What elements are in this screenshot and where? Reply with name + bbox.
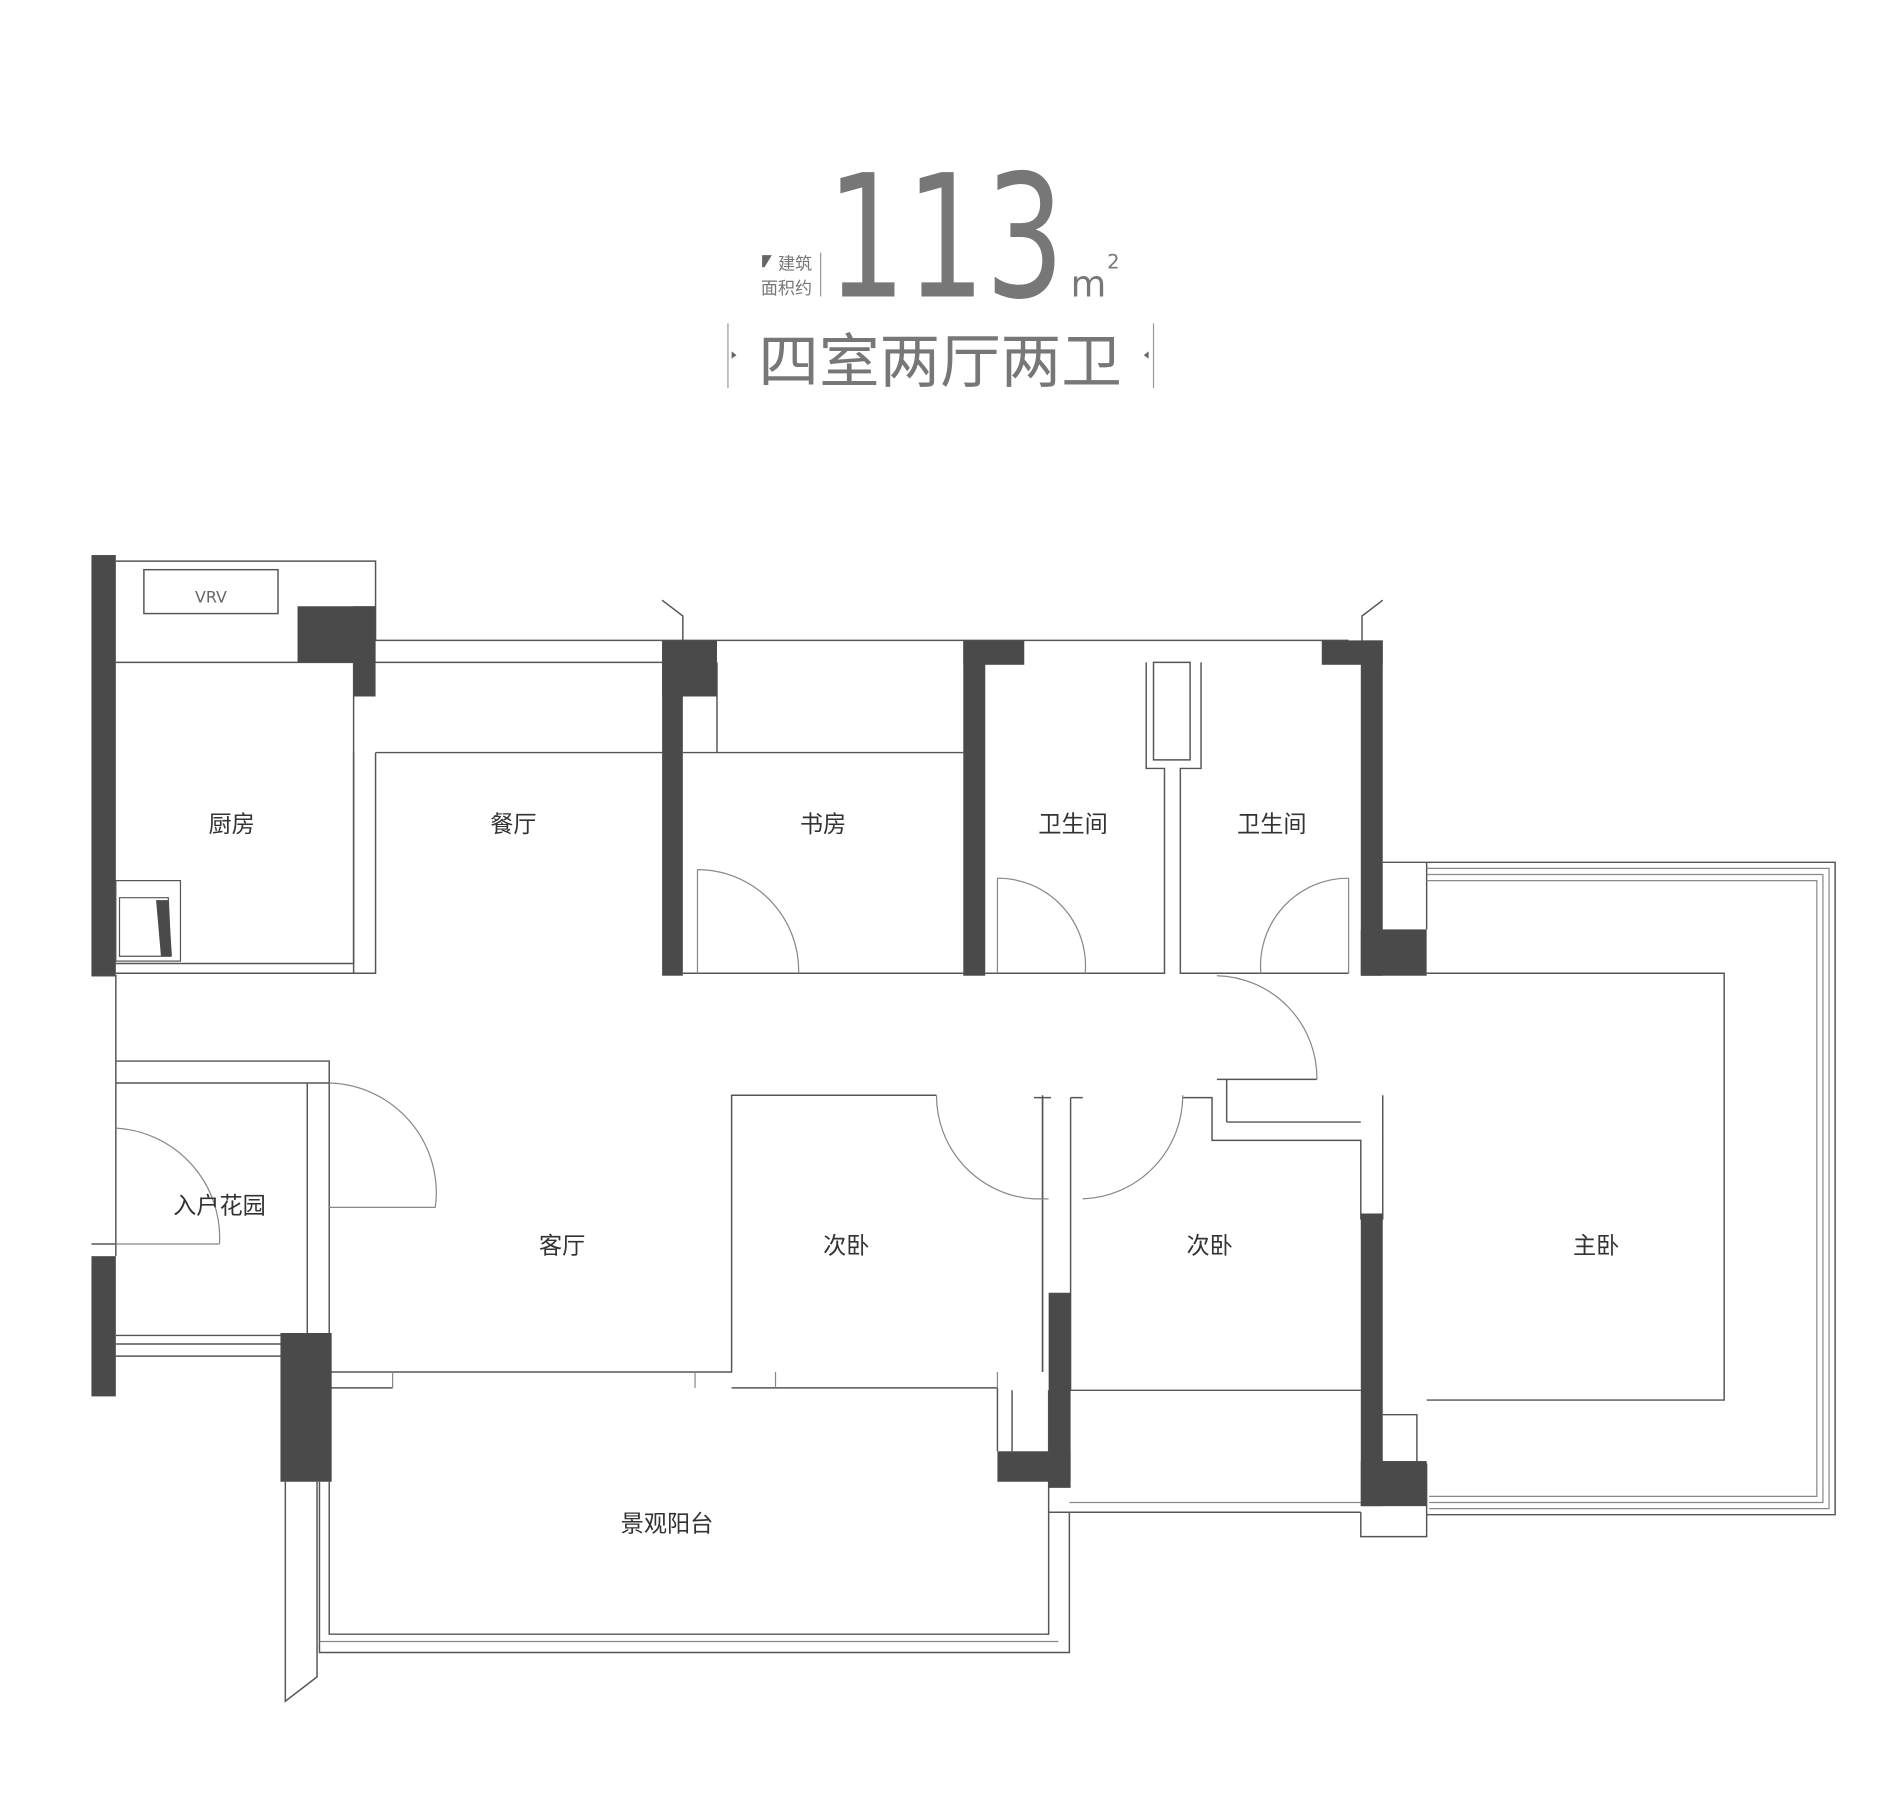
- room-label-master: 主卧: [1573, 1234, 1619, 1260]
- stove-icon: [115, 880, 182, 962]
- area-label-line1: 建筑: [778, 255, 812, 275]
- area-value: 113: [827, 140, 1065, 338]
- header-marker-icon: [762, 255, 772, 268]
- room-label-living: 客厅: [539, 1234, 585, 1260]
- header: 建筑 面积约 113 m 2 四室两厅两卫: [727, 140, 1155, 396]
- room-label-bathroom-2: 卫生间: [1237, 812, 1306, 838]
- door-swings: [115, 869, 1350, 1388]
- room-label-entrance-garden: 入户花园: [173, 1193, 266, 1219]
- room-label-study: 书房: [800, 812, 846, 838]
- area-unit-sup: 2: [1107, 250, 1119, 273]
- structural-walls: [91, 555, 1427, 1507]
- room-label-kitchen: 厨房: [209, 812, 255, 838]
- thin-walls: [91, 560, 1836, 1703]
- room-label-bedroom-2b: 次卧: [1186, 1234, 1232, 1260]
- vrv-label: VRV: [195, 588, 227, 607]
- layout-type: 四室两厅两卫: [758, 328, 1121, 396]
- room-label-balcony: 景观阳台: [621, 1512, 714, 1538]
- room-label-dining: 餐厅: [490, 812, 536, 838]
- room-label-bedroom-2a: 次卧: [823, 1234, 869, 1260]
- area-label-line2: 面积约: [761, 279, 812, 299]
- room-label-bathroom-1: 卫生间: [1038, 812, 1107, 838]
- area-unit: m: [1071, 263, 1107, 306]
